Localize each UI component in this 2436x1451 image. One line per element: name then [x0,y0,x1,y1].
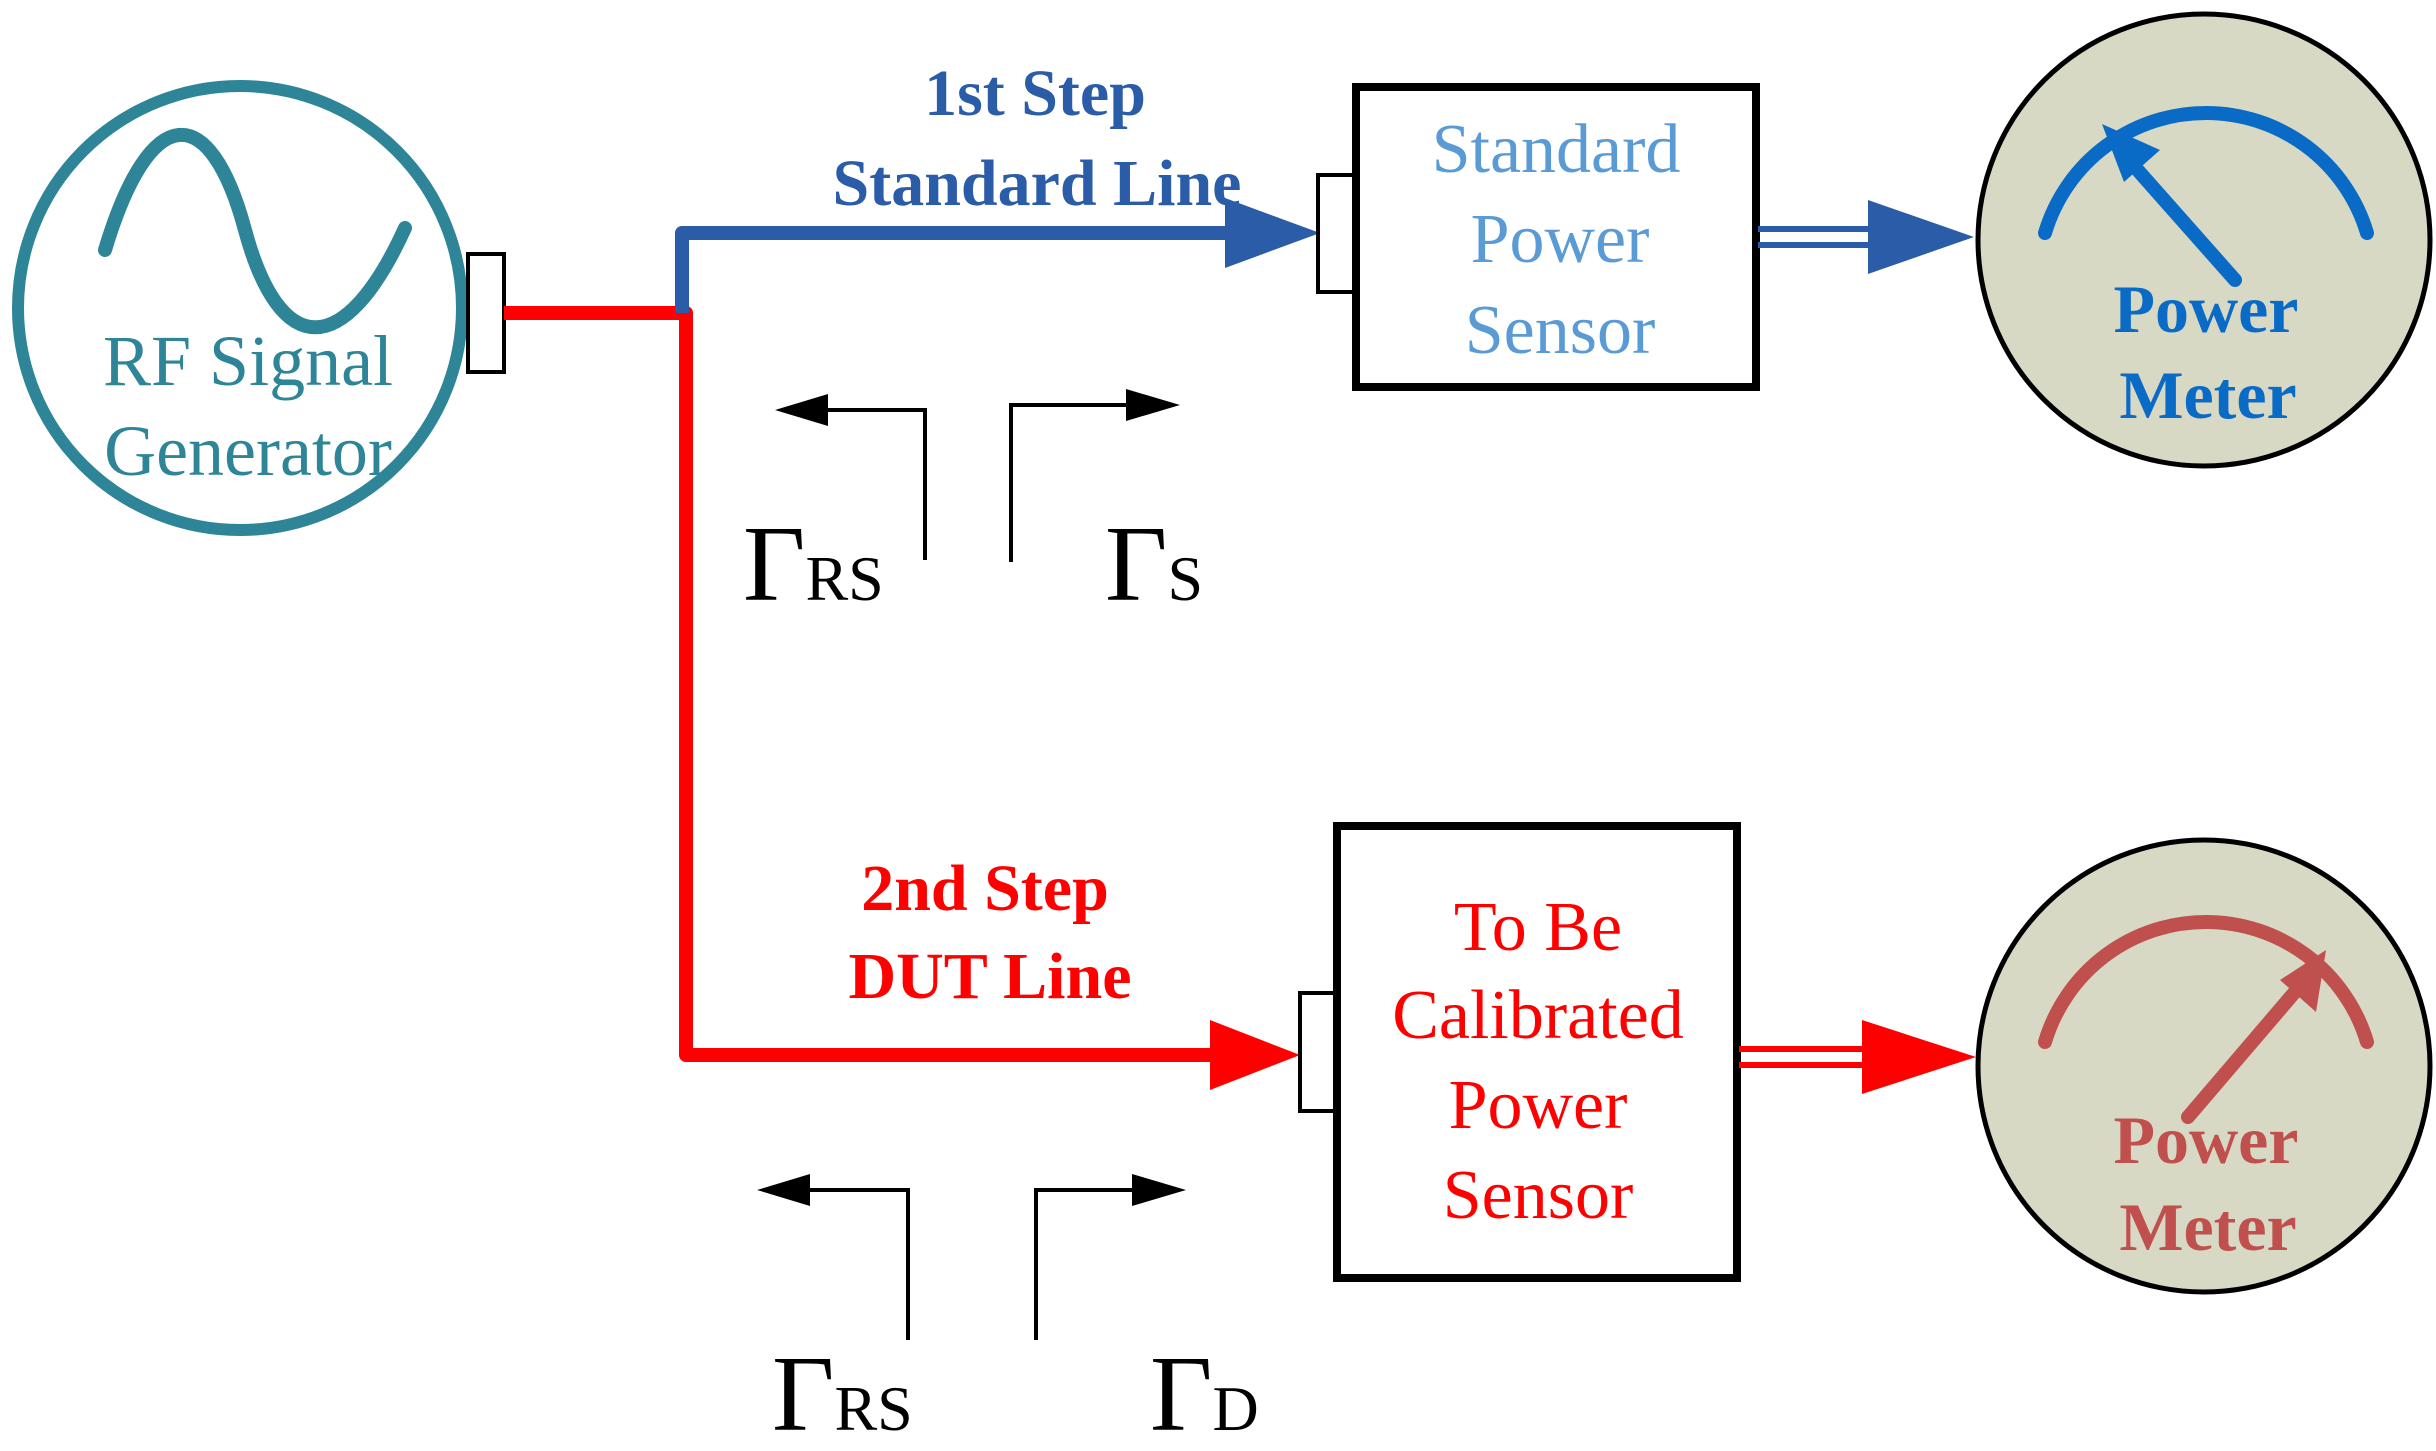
generator-label-line1: RF Signal [103,321,393,401]
left-arrow-icon [757,1174,910,1340]
power-meter-2: Power Meter [1975,837,2433,1295]
dut-line [504,306,1300,1090]
dut-sensor-label-line1: To Be [1454,889,1622,966]
dut-sensor-input-port [1298,991,1338,1113]
dut-sensor-label-line4: Sensor [1443,1157,1634,1234]
dut-sensor-box [1333,822,1741,1282]
left-arrow-icon [775,394,927,560]
standard-line-path [675,226,1235,313]
standard-sensor-box [1352,83,1760,391]
standard-power-sensor: Standard Power Sensor [1316,83,1760,391]
dut-line-path [504,306,1220,1062]
standard-sensor-label-line1: Standard [1432,111,1681,188]
gamma-rs-bottom: ΓRS [772,1335,913,1451]
step2-title-line1: 2nd Step [861,852,1109,925]
dut-line-arrowhead [1210,1020,1300,1090]
dut-power-sensor: To Be Calibrated Power Sensor [1298,822,1741,1282]
meter2-label-line1: Power [2113,1102,2298,1178]
gamma-rs-top: ΓRS [743,505,884,624]
dut-sensor-label-line3: Power [1449,1067,1628,1144]
rf-signal-generator: RF Signal Generator [12,80,468,536]
gamma-d-bottom: ΓD [1150,1335,1259,1451]
gamma-s-top: ΓS [1105,505,1203,624]
right-arrow-icon [1009,389,1180,562]
meter2-scale-arc [2038,914,2374,1049]
standard-sensor-input-port [1316,173,1356,294]
standard-line-arrowhead [1225,198,1320,268]
meter1-label-line2: Meter [2119,357,2296,433]
meter1-label-line1: Power [2113,271,2298,347]
sine-wave-icon [98,127,412,335]
reflection-markers-bottom: ΓRS ΓD [757,1174,1259,1451]
dut-sensor-label-line2: Calibrated [1392,977,1684,1054]
gauge-needle-icon [2181,950,2326,1124]
reflection-markers-top: ΓRS ΓS [743,389,1203,624]
meter2-label-line2: Meter [2119,1189,2296,1265]
power-meter-1: Power Meter [1975,11,2433,469]
meter2-dial [1975,837,2433,1295]
generator-label-line2: Generator [104,411,392,491]
right-arrow-icon [1034,1174,1186,1340]
standard-line [675,198,1320,313]
step2-title-line2: DUT Line [848,940,1131,1013]
standard-sensor-to-meter-arrow [1758,200,1974,274]
generator-output-port [466,252,506,374]
standard-sensor-label-line2: Power [1471,201,1650,278]
step1-title-line1: 1st Step [924,57,1146,130]
meter1-scale-arc [2038,105,2374,240]
standard-sensor-label-line3: Sensor [1465,292,1656,369]
step1-title-line2: Standard Line [833,147,1242,220]
generator-circle [12,80,468,536]
gauge-needle-icon [2102,124,2242,287]
dut-sensor-to-meter-arrow [1739,1020,1976,1094]
